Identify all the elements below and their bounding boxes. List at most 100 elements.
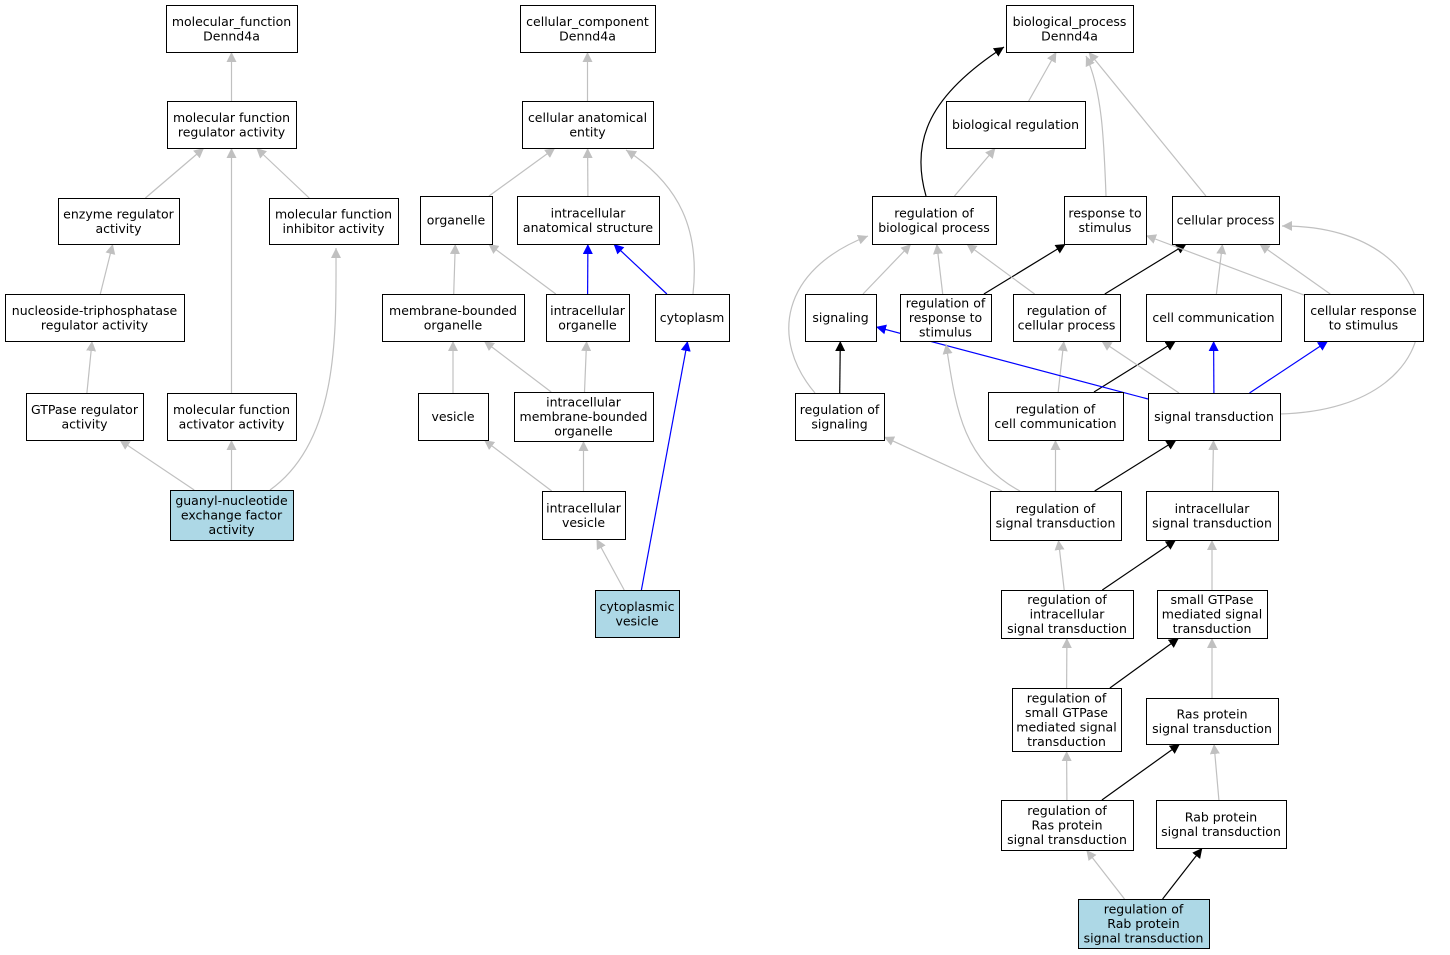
- edge-rrpst-to-rpst: [1101, 743, 1181, 801]
- node-label-line: Ras protein: [1032, 818, 1103, 833]
- edge-mbo-to-organelle: [449, 243, 460, 295]
- node-label-line: intracellular: [546, 395, 622, 410]
- node-label-line: nucleoside-triphosphatase: [12, 303, 178, 318]
- node-box: [58, 198, 180, 245]
- node-label-line: cellular anatomical: [528, 110, 647, 125]
- node-label-line: intracellular: [551, 205, 627, 220]
- node-label-line: vesicle: [615, 613, 658, 628]
- edge-cp-to-bp_root: [1088, 51, 1207, 197]
- node-label-line: regulation of: [1027, 592, 1107, 607]
- node-box: [988, 392, 1124, 441]
- node-vesicle[interactable]: vesicle: [418, 393, 489, 441]
- node-box: [167, 101, 297, 149]
- edge-rbp-to-bioreg: [954, 147, 996, 197]
- node-label-line: molecular_function: [172, 14, 291, 29]
- node-label-line: signal transduction: [1152, 721, 1272, 736]
- node-box: [5, 294, 185, 342]
- node-label-line: Rab protein: [1107, 916, 1179, 931]
- edge-rrts-to-rts: [983, 243, 1067, 295]
- node-box: [795, 393, 885, 441]
- edge-rts-to-bp_root: [1085, 55, 1107, 197]
- edge-bioreg-to-bp_root: [1028, 51, 1057, 102]
- edge-rbp-to-bp_root: [920, 46, 1005, 197]
- node-signaling[interactable]: signaling: [805, 294, 877, 342]
- node-cytoplasm[interactable]: cytoplasm: [655, 294, 730, 342]
- node-label-line: signaling: [811, 416, 867, 431]
- node-box: [546, 294, 630, 342]
- node-st[interactable]: signal transduction: [1148, 393, 1281, 441]
- node-label-line: intracellular: [550, 303, 626, 318]
- edge-imbo-to-mbo: [483, 340, 552, 393]
- node-label-line: regulation of: [906, 296, 986, 311]
- edge-rsig-to-signaling: [835, 340, 846, 394]
- node-box: [990, 491, 1122, 541]
- node-cc[interactable]: cell communication: [1146, 294, 1282, 342]
- node-box: [514, 392, 654, 442]
- node-label-line: regulation of: [894, 205, 974, 220]
- node-box: [1146, 698, 1279, 745]
- node-label-line: stimulus: [919, 325, 972, 340]
- node-label-line: signal transduction: [996, 515, 1116, 530]
- node-label-line: Dennd4a: [203, 28, 260, 43]
- node-box: [946, 101, 1086, 149]
- node-label-line: mediated signal: [1162, 607, 1262, 622]
- node-label-line: Ras protein: [1177, 706, 1248, 721]
- node-label-line: activity: [208, 522, 255, 537]
- edge-mf_inhib-to-mf_reg: [255, 147, 310, 199]
- edge-layer: [86, 46, 1420, 900]
- node-cp[interactable]: cellular process: [1172, 196, 1280, 245]
- node-box: [1078, 899, 1210, 949]
- node-label-line: GTPase regulator: [31, 402, 139, 417]
- node-organelle[interactable]: organelle: [420, 196, 493, 245]
- node-label-line: cellular_component: [526, 14, 649, 29]
- node-label-line: cell communication: [1152, 310, 1274, 325]
- node-bioreg[interactable]: biological regulation: [946, 101, 1086, 149]
- edge-signaling-to-rbp: [862, 243, 912, 295]
- edge-rabst-to-rpst: [1209, 743, 1220, 801]
- node-label-line: regulation of: [1027, 303, 1107, 318]
- node-label-line: cytoplasm: [660, 310, 725, 325]
- node-label-line: regulation of: [1104, 902, 1184, 917]
- node-label-line: transduction: [1173, 621, 1252, 636]
- node-label-line: activator activity: [179, 416, 285, 431]
- node-label-line: organelle: [427, 213, 486, 228]
- node-label-line: transduction: [1027, 734, 1106, 749]
- node-box: [1157, 590, 1268, 639]
- node-label-line: biological process: [878, 220, 990, 235]
